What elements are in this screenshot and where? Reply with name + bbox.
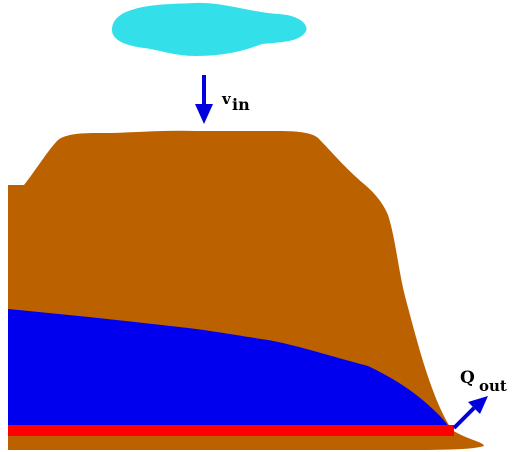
- outflow-label: Q out: [460, 368, 507, 395]
- outflow-arrow: [452, 396, 488, 430]
- inflow-label-sub: in: [232, 95, 250, 114]
- inflow-arrow-head: [195, 104, 213, 124]
- inflow-arrow: [195, 75, 213, 124]
- cloud: [112, 2, 307, 56]
- inflow-label: v in: [221, 90, 250, 114]
- inflow-label-main: v: [221, 90, 232, 108]
- outflow-arrow-head: [468, 396, 488, 414]
- groundwater: [8, 309, 452, 432]
- outflow-label-main: Q: [460, 368, 475, 388]
- drain-line: [8, 425, 454, 436]
- outflow-arrow-shaft: [452, 406, 476, 430]
- outflow-label-sub: out: [479, 377, 507, 395]
